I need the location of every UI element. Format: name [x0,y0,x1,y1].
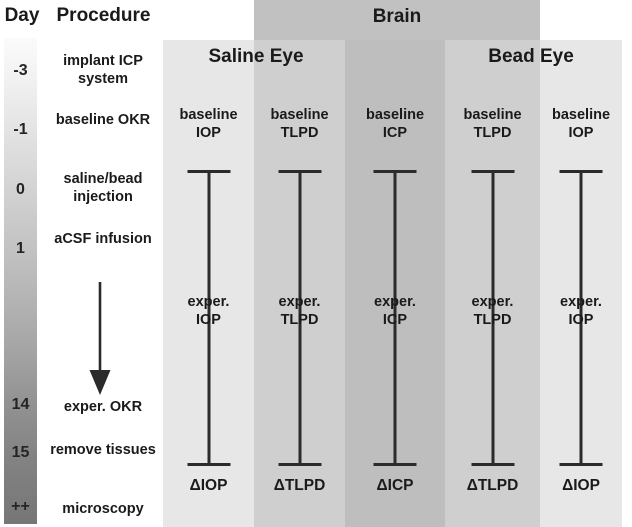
procedure-saline-bead-injection: saline/bead injection [63,171,143,205]
measurement-bar-column-2 [254,170,345,466]
measurement-bar-column-1 [163,170,254,466]
day-gradient-scale [4,38,37,524]
measurement-bar-stem [491,170,494,466]
measurement-bar-stem [298,170,301,466]
brain-band-title: Brain [372,6,422,27]
measurement-bar-top-cap [471,170,514,173]
measurement-bar-column-3 [345,170,445,466]
saline-eye-band-title: Saline Eye [208,46,304,67]
day-label-plusplus: ++ [11,498,30,515]
procedure-implant-icp-system: implant ICP system [63,53,143,87]
procedure-acsf-infusion: aCSF infusion [54,231,152,247]
day-column-heading: Day [4,5,40,26]
measurement-bar-top-cap [187,170,230,173]
procedure-exper-okr: exper. OKR [63,399,143,415]
experimental-label-column-4: exper. TLPD [471,294,514,328]
day-label-1: 1 [16,240,25,257]
delta-label-column-4: ΔTLPD [466,477,519,494]
measurement-bar-stem [207,170,210,466]
day-label-14: 14 [11,396,30,413]
measurement-bar-stem [393,170,397,466]
procedure-remove-tissues: remove tissues [50,442,156,458]
measurement-bar-bottom-cap [187,463,230,466]
baseline-label-column-2: baseline TLPD [270,107,329,141]
measurement-bar-column-4 [445,170,540,466]
experimental-label-column-2: exper. TLPD [278,294,321,328]
experimental-label-column-1: exper. IOP [187,294,230,328]
delta-label-column-3: ΔICP [376,477,414,494]
procedure-microscopy: microscopy [62,501,144,517]
measurement-bar-top-cap [373,170,417,173]
measurement-bar-top-cap [559,170,603,173]
experimental-label-column-3: exper. ICP [374,294,416,328]
baseline-label-column-1: baseline IOP [179,107,238,141]
experimental-label-column-5: exper. IOP [560,294,602,328]
baseline-label-column-3: baseline ICP [365,107,425,141]
baseline-label-column-4: baseline TLPD [463,107,522,141]
measurement-bar-bottom-cap [373,463,417,466]
day-label-15: 15 [11,444,30,461]
measurement-bar-column-5 [540,170,622,466]
day-label-minus1: -1 [13,121,28,138]
day-label-minus3: -3 [13,62,28,79]
measurement-bar-stem [579,170,583,466]
measurement-bar-bottom-cap [471,463,514,466]
procedure-baseline-okr: baseline OKR [55,112,151,128]
downward-arrow-icon [89,282,111,395]
delta-label-column-1: ΔIOP [189,477,228,494]
bead-eye-band-title: Bead Eye [488,46,574,67]
delta-label-column-2: ΔTLPD [273,477,326,494]
delta-label-column-5: ΔIOP [562,477,600,494]
measurement-bar-bottom-cap [278,463,321,466]
measurement-bar-top-cap [278,170,321,173]
measurement-bar-bottom-cap [559,463,603,466]
day-label-0: 0 [16,181,25,198]
procedure-column-heading: Procedure [56,5,151,26]
baseline-label-column-5: baseline IOP [551,107,611,141]
